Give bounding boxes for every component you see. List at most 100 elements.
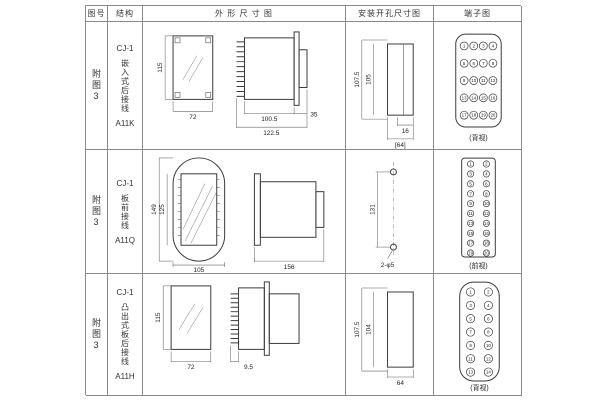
figure-cell-row2: 附图3 xyxy=(86,150,108,274)
terminal-number: 14 xyxy=(486,370,491,375)
mounting-drawing-a11h: 107.5 104 64 xyxy=(354,287,414,387)
model-label-row2: CJ-1 xyxy=(116,178,134,188)
terminal-number: 4 xyxy=(492,44,495,49)
terminal-number: 18 xyxy=(484,241,489,246)
terminal-circle xyxy=(488,93,498,103)
terminal-circle xyxy=(482,200,490,208)
terminal-number: 17 xyxy=(462,113,467,118)
dim-64-row1: [64] xyxy=(395,142,406,149)
header-terminal-label: 端子图 xyxy=(464,9,491,18)
side-view-a11k: 100.5 35 122.5 xyxy=(236,31,318,137)
structure-cell-row3: CJ-1 凸出式板后接线 A11H xyxy=(108,274,143,396)
front-view-a11q: 149 125 105 xyxy=(151,157,226,273)
terminal-number: 8 xyxy=(492,61,495,66)
header-structure: 结构 xyxy=(108,6,143,22)
terminal-circle xyxy=(483,327,493,337)
dim-104-row3: 104 xyxy=(366,324,373,335)
terminal-circle xyxy=(466,314,476,324)
header-structure-label: 结构 xyxy=(116,9,134,18)
side-view-a11q: 156 xyxy=(253,173,325,271)
structure-desc-row3: 凸出式板后接线 xyxy=(120,303,130,366)
figure-cell-row1: 附图3 xyxy=(86,22,108,150)
terminal-caption-row1: (背视) xyxy=(469,133,487,142)
dim-64-row3: 64 xyxy=(397,380,405,387)
terminal-circle xyxy=(482,170,490,178)
code-label-row3: A11H xyxy=(115,372,135,381)
terminal-circle xyxy=(467,209,475,217)
terminal-circle xyxy=(466,340,476,350)
dim-105-row1: 105 xyxy=(366,74,373,85)
terminal-circle xyxy=(488,110,498,120)
mounting-cell-row2: 131 2-φ5 xyxy=(346,150,434,274)
figure-cell-row3: 附图3 xyxy=(86,274,108,396)
terminal-number: 4 xyxy=(487,303,490,308)
figure-label-row3: 附图3 xyxy=(91,317,101,352)
terminal-number: 12 xyxy=(490,78,495,83)
terminal-number: 14 xyxy=(471,95,476,100)
terminal-circle xyxy=(467,200,475,208)
terminal-circle xyxy=(479,41,488,51)
cutout-a11h: 107.5 104 64 xyxy=(354,287,414,387)
dim-131: 131 xyxy=(370,204,377,215)
terminal-number: 11 xyxy=(481,78,486,83)
terminal-circle xyxy=(466,287,476,297)
outline-drawing-a11q: 149 125 105 156 xyxy=(151,157,325,273)
terminal-caption-row2: (前视) xyxy=(469,261,487,270)
dim-72-row1: 72 xyxy=(189,114,197,121)
terminal-circle xyxy=(479,58,488,68)
terminal-number: 9 xyxy=(463,78,466,83)
terminal-circle xyxy=(488,41,498,51)
figure-label-row2: 附图3 xyxy=(91,194,101,229)
terminal-number: 19 xyxy=(481,113,486,118)
terminal-circle xyxy=(466,367,476,377)
figure-label-row1: 附图3 xyxy=(91,68,101,103)
terminal-number: 1 xyxy=(463,44,466,49)
terminal-number: 3 xyxy=(469,303,472,308)
terminal-number: 20 xyxy=(490,113,495,118)
terminal-circle xyxy=(469,76,479,85)
terminal-number: 11 xyxy=(468,356,473,361)
terminal-number: 16 xyxy=(484,231,489,236)
side-view-a11h: 9.5 xyxy=(230,281,300,371)
terminal-circle xyxy=(482,190,490,198)
terminal-circle xyxy=(467,219,475,227)
terminal-circle xyxy=(466,300,476,310)
terminal-circle xyxy=(469,93,479,103)
terminal-number: 6 xyxy=(473,61,476,66)
terminal-circle xyxy=(466,354,476,364)
dim-156: 156 xyxy=(284,264,295,271)
terminal-circle xyxy=(482,219,490,227)
terminal-caption-row3: (背视) xyxy=(470,383,488,392)
terminal-number: 6 xyxy=(487,316,490,321)
terminal-number: 15 xyxy=(468,231,473,236)
header-terminal: 端子图 xyxy=(434,6,522,22)
terminal-circle xyxy=(488,76,498,85)
terminal-number: 15 xyxy=(481,95,486,100)
terminal-circle xyxy=(482,249,490,257)
spec-table: 图号 结构 外 形 尺 寸 图 安装开孔尺寸图 端子图 附图3 CJ-1 嵌入式… xyxy=(85,5,522,396)
header-mounting-label: 安装开孔尺寸图 xyxy=(358,9,421,18)
terminal-number: 3 xyxy=(482,44,485,49)
terminal-circle xyxy=(482,239,490,247)
terminal-number: 10 xyxy=(486,343,491,348)
terminal-circle xyxy=(466,327,476,337)
dim-100-5: 100.5 xyxy=(261,116,278,123)
code-label-row2: A11Q xyxy=(115,235,135,245)
dim-72-row3: 72 xyxy=(187,364,195,371)
dim-149: 149 xyxy=(151,204,158,215)
terminal-number: 11 xyxy=(468,211,473,216)
terminal-circle xyxy=(459,93,469,103)
terminal-circle xyxy=(467,180,475,188)
terminal-circle xyxy=(482,209,490,217)
terminal-circle xyxy=(469,58,479,68)
terminal-number: 7 xyxy=(469,191,472,196)
dim-9-5: 9.5 xyxy=(244,364,253,371)
mounting-cell-row1: 107.5 105 16 [64] xyxy=(346,22,434,150)
terminal-circle xyxy=(488,58,498,68)
terminal-circle xyxy=(467,249,475,257)
